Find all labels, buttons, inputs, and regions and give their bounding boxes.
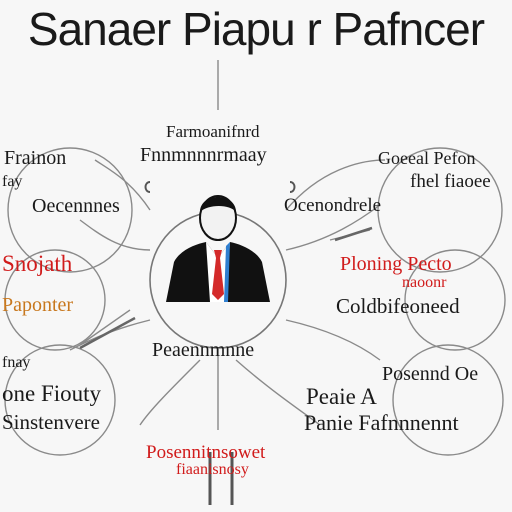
right-node-1: Goeeal Pefon [378, 148, 476, 168]
bottom-left-cloud [4, 344, 116, 456]
bottom-left-2: one Fiouty [2, 381, 102, 406]
left-cloud [7, 147, 133, 273]
right-node-2: fhel fiaoee [410, 171, 491, 192]
top-header-2: Fnnmnnnrmaay [140, 144, 267, 166]
right-node-red-2: naoonr [402, 274, 447, 291]
bottom-red-2: fiaanisnosy [176, 461, 249, 478]
businessman-icon [166, 195, 270, 302]
pen-icon [208, 452, 234, 505]
left-node-3: Oecennnes [32, 195, 120, 217]
bottom-red-1: Posennitnsowet [146, 442, 266, 463]
left-node-red: Snojath [2, 251, 73, 276]
bottom-right-cloud [392, 344, 504, 456]
diagram-title: Sanaer Piapu r Pafncer [27, 3, 485, 55]
bottom-left-3: Sinstenvere [2, 410, 100, 434]
pen-icon [79, 226, 373, 350]
right-cloud [377, 147, 503, 273]
bottom-left-1: fnay [2, 354, 31, 371]
right-node-4: Coldbifeoneed [336, 294, 460, 318]
bottom-right-2: Peaie A [306, 384, 377, 409]
bottom-right-3: Panie Fafnnnennt [304, 410, 459, 435]
right-node-red-1: Ploning Pecto [340, 253, 452, 275]
top-header-1: Farmoanifnrd [166, 122, 260, 141]
left-cloud-lower [4, 249, 106, 351]
right-node-3: Ocenondrele [284, 195, 382, 216]
left-node-2: fay [2, 173, 23, 190]
left-node-1: Frainon [4, 147, 67, 169]
left-node-orange: Paponter [2, 294, 74, 316]
bottom-right-1: Posennd Oe [382, 363, 479, 385]
center-label: Peaennmnne [152, 339, 255, 361]
right-cloud-lower [404, 249, 506, 351]
